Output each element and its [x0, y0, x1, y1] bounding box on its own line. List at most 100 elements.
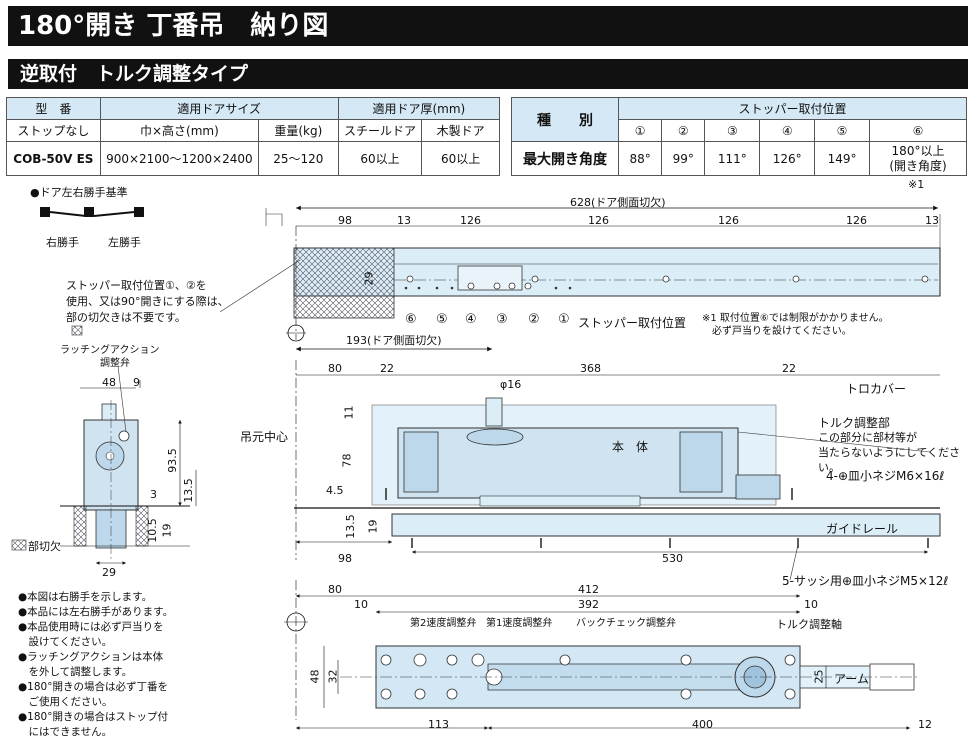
dim-13-5-side: 13.5	[181, 478, 195, 503]
backcheck-valve: バックチェック調整弁	[576, 618, 676, 629]
dim-3: 3	[150, 488, 157, 501]
dim-19-side: 19	[160, 523, 174, 538]
torque-axis: トルク調整軸	[776, 618, 842, 631]
dim-19: 19	[366, 519, 380, 534]
note-line: にはできません。	[18, 726, 113, 738]
arm-label: アーム	[834, 672, 869, 686]
angle-4: 126°	[759, 141, 816, 176]
legend-left: 左勝手	[108, 236, 141, 249]
steel-cell: 60以上	[337, 141, 423, 176]
th-stopper-pos: ストッパー取付位置	[618, 97, 967, 120]
weight-cell: 25～120	[258, 141, 339, 176]
stopper-num-3: ③	[496, 312, 508, 327]
valve-1: 第1速度調整弁	[486, 618, 553, 629]
dim-9: 9	[133, 376, 140, 389]
row-max-angle: 最大開き角度	[511, 141, 619, 176]
note-line: を外して調整します。	[18, 666, 133, 678]
dim-80-b: 80	[328, 583, 342, 596]
dim-32: 32	[326, 669, 340, 684]
dim-13a: 13	[397, 214, 411, 227]
th-kind: 種 別	[511, 97, 619, 142]
front-view	[294, 360, 941, 581]
dim-126b: 126	[588, 214, 609, 227]
cover-label: トロカバー	[846, 382, 907, 396]
top-plate	[293, 247, 941, 297]
screw-2: 5-サッシ用⊕皿小ネジM5×12ℓ	[782, 574, 949, 588]
dim-48-side: 48	[102, 376, 116, 389]
dim-29-side: 29	[102, 566, 116, 579]
dim-78: 78	[340, 453, 354, 468]
dim-22a: 22	[380, 362, 394, 375]
dim-126d: 126	[846, 214, 867, 227]
dim-12: 12	[918, 718, 932, 731]
stopper-num-1: ①	[558, 312, 570, 327]
spec-table: 型 番 適用ドアサイズ 適用ドア厚(mm) ストップなし 巾×高さ(mm) 重量…	[6, 97, 501, 176]
dim-126c: 126	[718, 214, 739, 227]
torque-label: トルク調整部	[818, 416, 891, 430]
angle-6: 180°以上 (開き角度)	[869, 141, 967, 176]
stopper-num-6: ⑥	[405, 312, 417, 327]
note-line: 設けてください。	[18, 636, 113, 648]
legend-title: ●ドア左右勝手基準	[30, 186, 128, 199]
dim-126a: 126	[460, 214, 481, 227]
th-thickness: 適用ドア厚(mm)	[337, 97, 501, 120]
dim-93-5: 93.5	[165, 448, 179, 473]
notes: ●本図は右勝手を示します。 ●本品には左右勝手があります。 ●本品使用時には必ず…	[18, 590, 173, 740]
dim-13-5: 13.5	[343, 514, 357, 539]
top-view	[219, 205, 941, 352]
note-line: ●本図は右勝手を示します。	[18, 591, 153, 603]
dim-11: 11	[342, 405, 356, 420]
dim-98-front: 98	[338, 552, 352, 565]
dim-193: 193(ドア側面切欠)	[346, 334, 442, 347]
stopper-num-4: ④	[465, 312, 477, 327]
dim-4-5: 4.5	[326, 484, 344, 497]
dim-total: 628(ドア側面切欠)	[570, 196, 666, 209]
angle-2: 99°	[661, 141, 706, 176]
dim-412: 412	[578, 583, 599, 596]
angle-1: 88°	[617, 141, 663, 176]
dim-392: 392	[578, 598, 599, 611]
screw-1: 4-⊕皿小ネジM6×16ℓ	[826, 469, 945, 483]
th-size: 適用ドアサイズ	[99, 97, 339, 120]
dim-22b: 22	[782, 362, 796, 375]
note-line: ●本品には左右勝手があります。	[18, 606, 174, 618]
stopper-table: 種 別 ストッパー取付位置 ① ② ③ ④ ⑤ ⑥ 最大開き角度 88° 99°…	[511, 97, 967, 176]
dim-10b: 10	[804, 598, 818, 611]
pivot-label: 吊元中心	[240, 430, 289, 444]
th-wh: 巾×高さ(mm)	[99, 119, 260, 142]
stopper-note: ストッパー取付位置①、②を 使用、又は90°開きにする際は、 部の切欠きは不要で…	[66, 279, 229, 324]
note-line: ●本品使用時には必ず戸当りを	[18, 621, 164, 633]
dim-400: 400	[692, 718, 713, 731]
wood-cell: 60以上	[421, 141, 500, 176]
dim-29: 29	[362, 271, 376, 286]
note-line: ご使用ください。	[18, 696, 113, 708]
footnote-mark: ※1	[908, 178, 925, 191]
th-steel: スチールドア	[337, 119, 423, 142]
model-cell: COB-50V ES	[6, 141, 101, 176]
th-weight: 重量(kg)	[258, 119, 339, 142]
page-subtitle: 逆取付 トルク調整タイプ	[8, 59, 968, 89]
dim-368: 368	[580, 362, 601, 375]
note-1: ※1 取付位置⑥では制限がかかりません。 必ず戸当りを設けてください。	[702, 313, 889, 337]
dim-98: 98	[338, 214, 352, 227]
dim-10a: 10	[354, 598, 368, 611]
angle-3: 111°	[704, 141, 761, 176]
dim-13b: 13	[925, 214, 939, 227]
note-line: ●180°開きの場合はストップ付	[18, 711, 168, 723]
dim-530: 530	[662, 552, 683, 565]
stopper-label: ストッパー取付位置	[578, 316, 687, 330]
dim-25: 25	[812, 669, 826, 684]
rail-label: ガイドレール	[826, 522, 899, 536]
dim-48: 48	[308, 669, 322, 684]
note-line: ●180°開きの場合は必ず丁番を	[18, 681, 168, 693]
cut-label: 部切欠	[28, 540, 61, 553]
bottom-view	[284, 580, 920, 730]
body-label: 本 体	[612, 440, 649, 454]
angle-5: 149°	[814, 141, 870, 176]
stopper-num-2: ②	[528, 312, 540, 327]
dim-113: 113	[428, 718, 449, 731]
latch-label: ラッチングアクション 調整弁	[60, 345, 160, 369]
side-view	[11, 325, 197, 565]
th-model: 型 番	[6, 97, 101, 120]
wh-cell: 900×2100～1200×2400	[99, 141, 260, 176]
